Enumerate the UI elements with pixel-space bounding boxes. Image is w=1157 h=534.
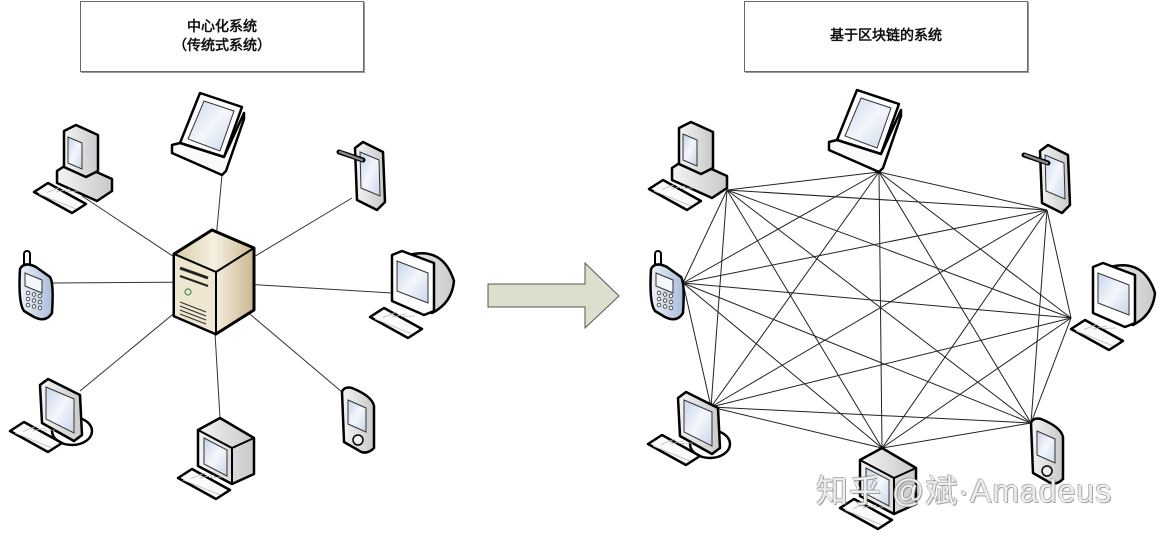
peer-link — [878, 171, 1032, 424]
left-node-pda-icon — [340, 386, 376, 454]
peer-link — [878, 171, 1048, 211]
watermark: 知乎 @斌·Amadeus — [816, 473, 1113, 509]
right-node-desktop-pc-icon — [647, 120, 729, 212]
peer-link — [726, 189, 1032, 424]
peer-link — [710, 189, 728, 408]
peer-link — [682, 171, 880, 284]
left-node-box-pc-icon — [176, 416, 256, 501]
right-node-box-pc-icon — [838, 446, 918, 531]
peer-link — [881, 317, 1072, 449]
peer-link — [881, 209, 1048, 449]
title-line-1: 中心化系统 — [187, 18, 257, 35]
left-node-tablet-icon — [336, 140, 387, 212]
right-node-crt-monitor-pc-icon — [1069, 261, 1157, 352]
peer-link — [710, 317, 1072, 408]
peer-link — [682, 282, 1032, 424]
centralized-system-title: 中心化系统 （传统式系统） — [80, 1, 364, 72]
peer-link — [710, 406, 883, 449]
mesh-links — [682, 171, 1072, 449]
right-node-lcd-monitor-pc-icon — [646, 390, 732, 467]
right-node-pda-icon — [1029, 417, 1065, 485]
peer-link — [726, 189, 1072, 319]
transition-arrow — [487, 261, 620, 330]
peer-link — [1046, 209, 1072, 319]
left-node-desktop-pc-icon — [32, 123, 114, 215]
left-node-crt-monitor-pc-icon — [368, 249, 456, 340]
left-hub-server-icon — [172, 228, 256, 336]
arrow-icon — [487, 261, 620, 330]
peer-link — [1030, 317, 1072, 424]
left-node-laptop-icon — [170, 91, 246, 177]
peer-link — [881, 422, 1032, 449]
peer-link — [726, 189, 883, 449]
peer-link — [878, 171, 1072, 319]
peer-link — [710, 171, 880, 408]
title-line-2: （传统式系统） — [173, 37, 271, 54]
title-text: 基于区块链的系统 — [830, 28, 942, 44]
peer-link — [710, 209, 1048, 408]
peer-link — [710, 406, 1032, 424]
right-node-laptop-icon — [827, 88, 903, 174]
right-node-mobile-phone-icon — [649, 250, 685, 321]
peer-link — [682, 209, 1048, 284]
blockchain-system-title: 基于区块链的系统 — [744, 1, 1028, 72]
peer-link — [726, 171, 880, 191]
peer-link — [682, 282, 712, 408]
left-node-lcd-monitor-pc-icon — [8, 377, 94, 454]
peer-link — [682, 189, 728, 284]
peer-link — [878, 171, 883, 449]
peer-link — [1030, 209, 1048, 424]
peer-link — [682, 282, 1072, 319]
peer-link — [682, 282, 883, 449]
left-node-mobile-phone-icon — [18, 250, 54, 321]
right-node-tablet-icon — [1021, 143, 1072, 215]
peer-link — [726, 189, 1048, 211]
